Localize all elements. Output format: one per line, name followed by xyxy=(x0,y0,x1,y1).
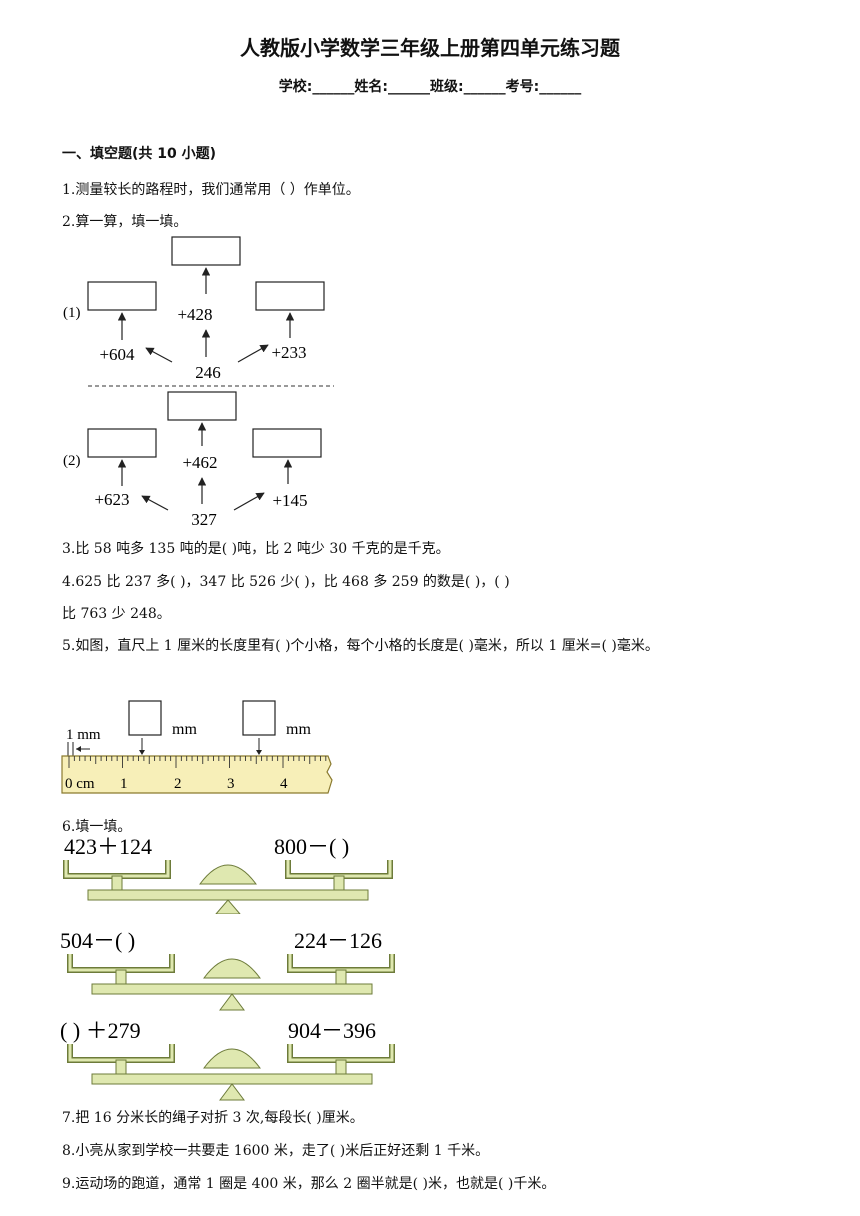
balance-1: 423＋124 800－( ) xyxy=(63,834,393,914)
question-4-line-1: 4.625 比 237 多( )，347 比 526 少( )，比 468 多 … xyxy=(62,574,510,590)
center-number: 246 xyxy=(195,363,221,382)
answer-box-right[interactable] xyxy=(255,281,325,311)
arrow-center-right xyxy=(237,344,269,363)
diagram-2-label: (2) xyxy=(63,453,81,469)
ruler-label-0: 0 cm xyxy=(65,776,95,792)
addition-diagrams: (1) +428 +604 +233 246 (2) +462 +623 +14… xyxy=(63,236,334,529)
question-1: 1.测量较长的路程时，我们通常用（ ）作单位。 xyxy=(62,182,360,198)
left-pan xyxy=(63,860,171,879)
op-left: +623 xyxy=(94,490,129,509)
question-4-line-2: 比 763 少 248。 xyxy=(62,606,171,622)
question-2: 2.算一算，填一填。 xyxy=(62,214,188,230)
op-right: +145 xyxy=(272,491,307,510)
question-6: 6.填一填。 xyxy=(62,819,132,835)
right-post xyxy=(335,1059,347,1075)
ruler-ticks xyxy=(68,756,327,768)
answer-box-left[interactable] xyxy=(87,428,157,458)
ruler-answer-box-2[interactable] xyxy=(242,700,276,736)
beam xyxy=(91,1073,373,1085)
ruler-label-3: 3 xyxy=(227,776,235,792)
ruler-answer-box-1[interactable] xyxy=(128,700,162,736)
pivot-dome xyxy=(203,1048,261,1069)
balance-left-expr: ( ) ＋279 xyxy=(60,1018,141,1043)
right-pan xyxy=(287,1044,395,1063)
op-top: +462 xyxy=(182,453,217,472)
arrow-center-right xyxy=(233,492,265,511)
ruler-figure: mm mm 1 mm 0 cm 1 2 3 4 xyxy=(61,700,333,794)
student-info-line: 学校:______姓名:______班级:______考号:______ xyxy=(278,79,582,95)
ruler-body xyxy=(61,755,333,794)
answer-box-top[interactable] xyxy=(167,391,237,421)
ruler-unit-label-2: mm xyxy=(286,721,311,738)
ruler-unit-label-1: mm xyxy=(172,721,197,738)
pivot-base xyxy=(219,1083,245,1101)
ruler-label-2: 2 xyxy=(174,776,182,792)
diagram-1-label: (1) xyxy=(63,305,81,321)
answer-box-top[interactable] xyxy=(171,236,241,266)
right-post xyxy=(333,875,345,891)
op-right: +233 xyxy=(271,343,306,362)
left-pan xyxy=(67,954,175,973)
arrow-center-left xyxy=(141,495,169,511)
arrow-center-left xyxy=(145,347,173,363)
question-9: 9.运动场的跑道，通常 1 圈是 400 米，那么 2 圈半就是( )米，也就是… xyxy=(62,1176,556,1192)
left-post xyxy=(115,1059,127,1075)
balance-right-expr: 224－126 xyxy=(294,928,382,953)
pivot-dome xyxy=(199,864,257,885)
answer-box-right[interactable] xyxy=(252,428,322,458)
ruler-mm-label: 1 mm xyxy=(66,727,101,743)
right-pan xyxy=(287,954,395,973)
balance-right-expr: 904－396 xyxy=(288,1018,376,1043)
op-top: +428 xyxy=(177,305,212,324)
pivot-base xyxy=(219,993,245,1011)
ruler-pointer-2-head xyxy=(256,750,262,755)
balance-left-expr: 423＋124 xyxy=(64,834,152,859)
balance-right-expr: 800－( ) xyxy=(274,834,349,859)
balance-scale xyxy=(63,860,393,914)
question-3: 3.比 58 吨多 135 吨的是( )吨，比 2 吨少 30 千克的是千克。 xyxy=(62,541,450,557)
beam xyxy=(87,889,369,901)
beam xyxy=(91,983,373,995)
left-pan xyxy=(67,1044,175,1063)
question-7: 7.把 16 分米长的绳子对折 3 次,每段长( )厘米。 xyxy=(62,1110,364,1126)
ruler-label-1: 1 xyxy=(120,776,128,792)
question-8: 8.小亮从家到学校一共要走 1600 米，走了( )米后正好还剩 1 千米。 xyxy=(62,1143,490,1159)
left-post xyxy=(115,969,127,985)
pivot-base xyxy=(215,899,241,914)
right-post xyxy=(335,969,347,985)
answer-box-left[interactable] xyxy=(87,281,157,311)
diagram-1: (1) +428 +604 +233 246 xyxy=(63,236,325,382)
pivot-dome xyxy=(203,958,261,979)
section-heading: 一、填空题(共 10 小题) xyxy=(62,146,217,162)
mm-pointer-head xyxy=(76,746,81,752)
page-title: 人教版小学数学三年级上册第四单元练习题 xyxy=(240,36,620,60)
right-pan xyxy=(285,860,393,879)
op-left: +604 xyxy=(99,345,135,364)
ruler-label-4: 4 xyxy=(280,776,288,792)
balance-3: ( ) ＋279 904－396 xyxy=(60,1018,395,1101)
ruler-pointer-1-head xyxy=(139,750,145,755)
diagram-2: (2) +462 +623 +145 327 xyxy=(63,391,322,529)
balance-2: 504－( ) 224－126 xyxy=(60,928,395,1011)
center-number: 327 xyxy=(191,510,217,529)
question-5: 5.如图，直尺上 1 厘米的长度里有( )个小格，每个小格的长度是( )毫米，所… xyxy=(62,638,659,654)
left-post xyxy=(111,875,123,891)
balance-left-expr: 504－( ) xyxy=(60,928,135,953)
